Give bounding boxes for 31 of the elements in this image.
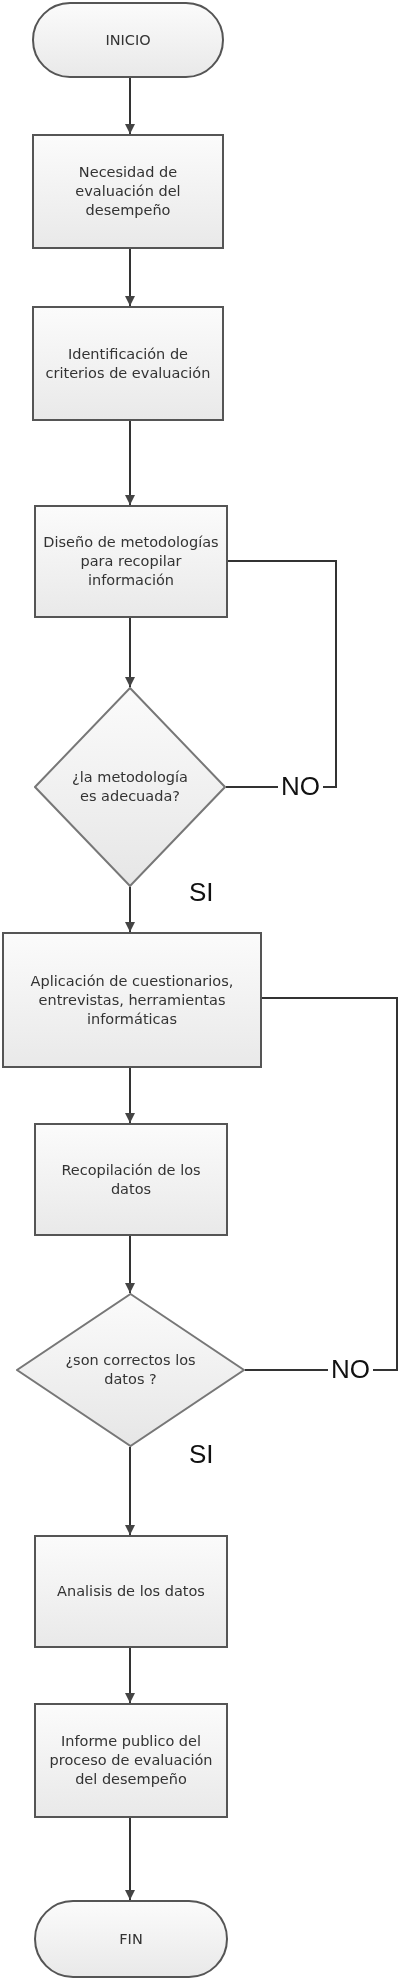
arrow (125, 1446, 135, 1536)
step-text: ¿la metodología es adecuada? (71, 768, 189, 806)
decision-diamond (16, 1293, 245, 1447)
arrow (125, 1647, 135, 1704)
step-text: INICIO (104, 30, 152, 50)
process-box (34, 1123, 228, 1236)
process-box (2, 932, 262, 1068)
step-text: Informe publico del proceso de evaluación del desempeño (48, 1732, 214, 1789)
arrow (125, 77, 135, 135)
arrow (125, 1235, 135, 1294)
process-box (34, 505, 228, 618)
arrow (125, 420, 135, 506)
connector-line (225, 560, 337, 788)
process-box (34, 1535, 228, 1648)
step-text: Necesidad de evaluación del desempeño (74, 163, 182, 220)
arrow (125, 886, 135, 933)
step-text: Recopilación de los datos (60, 1160, 202, 1199)
process-box (32, 134, 224, 249)
arrow (125, 248, 135, 307)
connector-line (244, 997, 398, 1371)
arrow (125, 1067, 135, 1124)
process-box (32, 306, 224, 421)
step-text: Identificación de criterios de evaluación (44, 344, 212, 383)
process-box (34, 1703, 228, 1818)
arrow (125, 1817, 135, 1901)
step-text: ¿son correctos los datos ? (64, 1351, 197, 1389)
step-text: Analisis de los datos (56, 1582, 206, 1601)
step-text: FIN (118, 1929, 144, 1949)
step-text: Diseño de metodologías para recopilar información (42, 533, 220, 590)
arrow (125, 617, 135, 688)
step-text: Aplicación de cuestionarios, entrevistas, herramientas informáticas (29, 971, 235, 1029)
